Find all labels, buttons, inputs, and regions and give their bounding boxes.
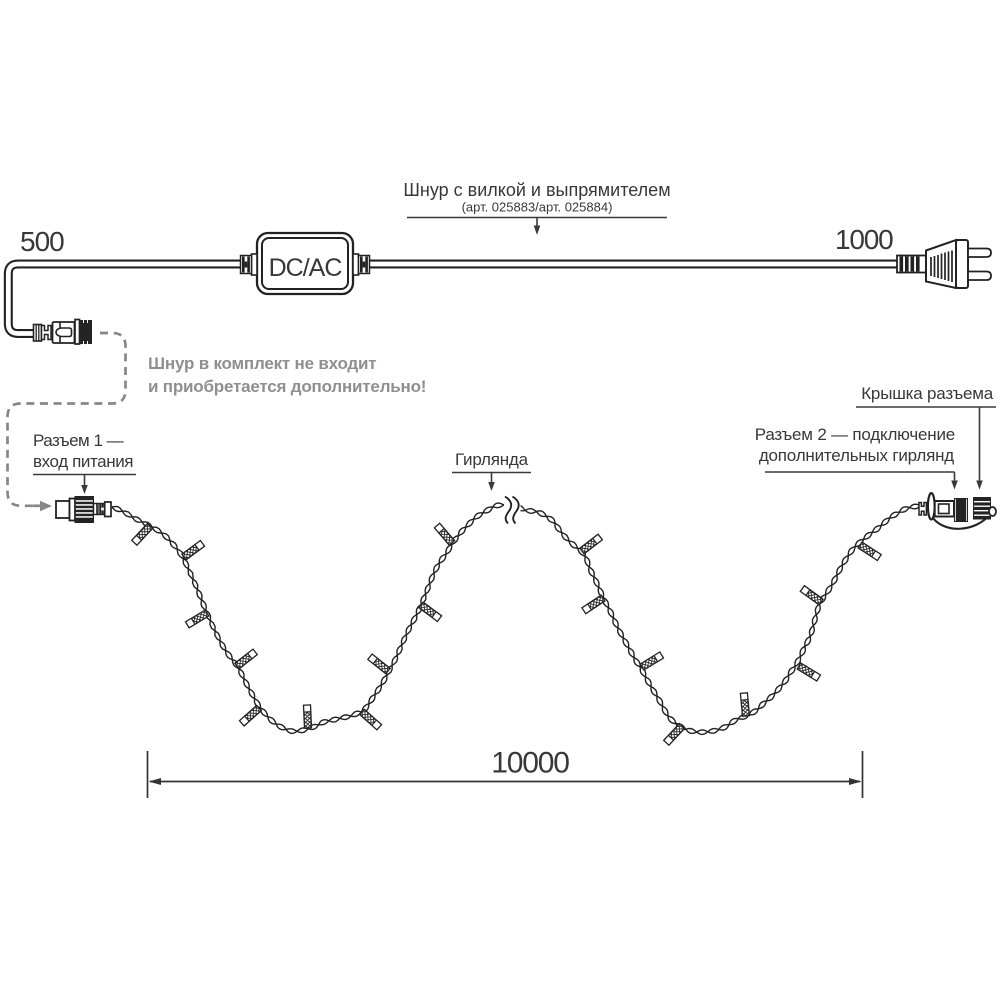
svg-text:(арт. 025883/арт. 025884): (арт. 025883/арт. 025884) (462, 200, 613, 215)
svg-text:Шнур с вилкой и выпрямителем: Шнур с вилкой и выпрямителем (403, 180, 670, 200)
svg-text:10000: 10000 (491, 747, 569, 780)
svg-text:Разъем 2 — подключение: Разъем 2 — подключение (755, 425, 955, 444)
svg-text:и приобретается дополнительно!: и приобретается дополнительно! (148, 377, 426, 396)
svg-text:Крышка разъема: Крышка разъема (861, 384, 994, 403)
svg-text:500: 500 (20, 226, 64, 257)
svg-text:Шнур в комплект не входит: Шнур в комплект не входит (148, 354, 376, 373)
svg-text:Гирлянда: Гирлянда (455, 450, 529, 469)
svg-text:1000: 1000 (835, 224, 893, 255)
svg-text:Разъем 1 —: Разъем 1 — (33, 431, 124, 450)
svg-text:дополнительных гирлянд: дополнительных гирлянд (759, 446, 954, 465)
svg-text:DC/AC: DC/AC (269, 254, 343, 282)
svg-text:вход питания: вход питания (33, 452, 133, 471)
